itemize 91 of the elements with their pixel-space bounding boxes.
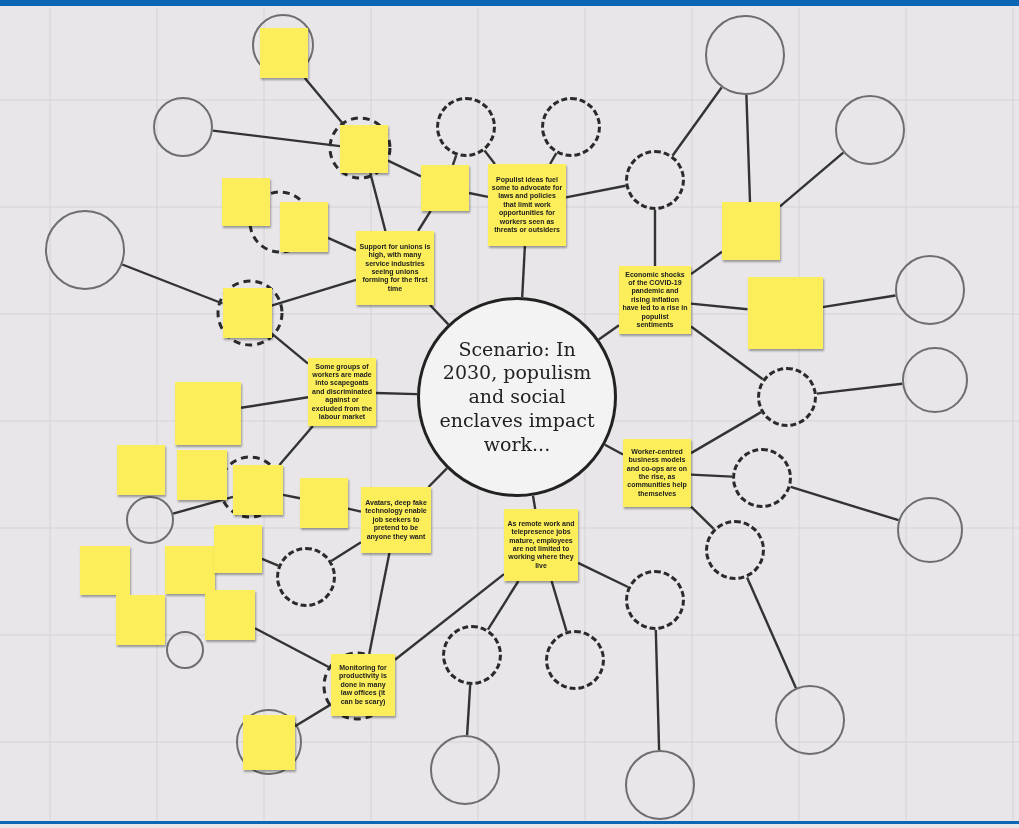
sticky-note bbox=[177, 450, 227, 500]
empty-circle bbox=[625, 750, 695, 820]
sticky-note bbox=[214, 525, 262, 573]
dashed-circle bbox=[541, 97, 601, 157]
connector-line bbox=[451, 155, 458, 166]
connector-line bbox=[690, 302, 748, 311]
connector-line bbox=[327, 236, 357, 252]
connector-line bbox=[486, 580, 520, 631]
empty-circle bbox=[45, 210, 125, 290]
connector-line bbox=[816, 382, 903, 395]
empty-circle bbox=[895, 255, 965, 325]
connector-line bbox=[375, 391, 418, 396]
connector-line bbox=[531, 495, 537, 510]
connector-line bbox=[394, 573, 505, 661]
connector-line bbox=[172, 495, 234, 515]
connector-line bbox=[271, 278, 357, 307]
connector-line bbox=[565, 184, 626, 199]
connector-line bbox=[387, 159, 422, 178]
connector-line bbox=[483, 149, 496, 165]
connector-line bbox=[746, 576, 797, 689]
dashed-circle bbox=[276, 547, 336, 607]
empty-circle bbox=[153, 97, 213, 157]
connector-line bbox=[690, 473, 733, 478]
connector-line bbox=[690, 250, 723, 276]
connector-line bbox=[429, 304, 450, 326]
dashed-circle bbox=[442, 625, 502, 685]
dashed-circle bbox=[436, 97, 496, 157]
sticky-note bbox=[165, 546, 215, 594]
connector-line bbox=[240, 396, 309, 409]
connector-line bbox=[261, 557, 279, 567]
sticky-note bbox=[260, 28, 308, 78]
scenario-circle: Scenario: In 2030, populism and social enclaves impact work... bbox=[417, 297, 617, 497]
connector-line bbox=[550, 580, 568, 632]
empty-circle bbox=[775, 685, 845, 755]
connector-line bbox=[347, 507, 362, 513]
empty-circle bbox=[902, 347, 968, 413]
connector-line bbox=[427, 467, 448, 488]
connector-line bbox=[577, 561, 629, 589]
connector-line bbox=[368, 552, 391, 655]
connector-line bbox=[121, 263, 223, 305]
connector-line bbox=[212, 129, 341, 148]
connector-line bbox=[790, 485, 899, 522]
connector-line bbox=[690, 411, 762, 455]
empty-circle bbox=[835, 95, 905, 165]
connector-line bbox=[690, 505, 715, 530]
connector-line bbox=[369, 172, 387, 232]
connector-line bbox=[282, 493, 301, 500]
connector-line bbox=[653, 210, 657, 266]
sticky-note bbox=[300, 478, 348, 528]
connector-line bbox=[745, 94, 752, 203]
connector-line bbox=[690, 325, 764, 381]
connector-line bbox=[468, 191, 489, 199]
empty-circle bbox=[705, 15, 785, 95]
connector-line bbox=[779, 151, 845, 208]
sticky-note bbox=[722, 202, 780, 260]
empty-circle bbox=[430, 735, 500, 805]
sticky-note bbox=[421, 165, 469, 211]
sticky-note bbox=[205, 590, 255, 640]
sticky-note bbox=[243, 714, 295, 770]
connector-line bbox=[278, 425, 314, 466]
connector-line bbox=[465, 684, 472, 736]
dashed-circle bbox=[757, 367, 817, 427]
sticky-note bbox=[117, 445, 165, 495]
connector-line bbox=[521, 245, 527, 298]
connector-line bbox=[303, 77, 345, 126]
sticky-note bbox=[233, 465, 283, 515]
connector-line bbox=[549, 152, 558, 165]
dashed-circle bbox=[545, 630, 605, 690]
sticky-note bbox=[280, 202, 328, 252]
connector-line bbox=[270, 332, 309, 365]
connector-line bbox=[822, 294, 896, 309]
sticky-note bbox=[340, 125, 388, 173]
connector-line bbox=[330, 541, 362, 562]
sticky-note bbox=[115, 595, 165, 645]
connector-line bbox=[294, 703, 332, 728]
connector-line bbox=[604, 443, 624, 456]
sticky-note bbox=[80, 545, 130, 595]
dashed-circle bbox=[705, 520, 765, 580]
dashed-circle bbox=[625, 570, 685, 630]
connector-line bbox=[654, 629, 661, 751]
empty-circle bbox=[897, 497, 963, 563]
connector-line bbox=[417, 210, 432, 232]
dashed-circle bbox=[625, 150, 685, 210]
connector-line bbox=[671, 86, 723, 157]
sticky-note bbox=[222, 288, 272, 338]
sticky-note bbox=[175, 381, 241, 445]
sticky-note bbox=[222, 178, 270, 226]
connector-line bbox=[598, 324, 620, 341]
dashed-circle bbox=[732, 448, 792, 508]
connector-line bbox=[254, 627, 332, 670]
sticky-note bbox=[747, 277, 823, 349]
